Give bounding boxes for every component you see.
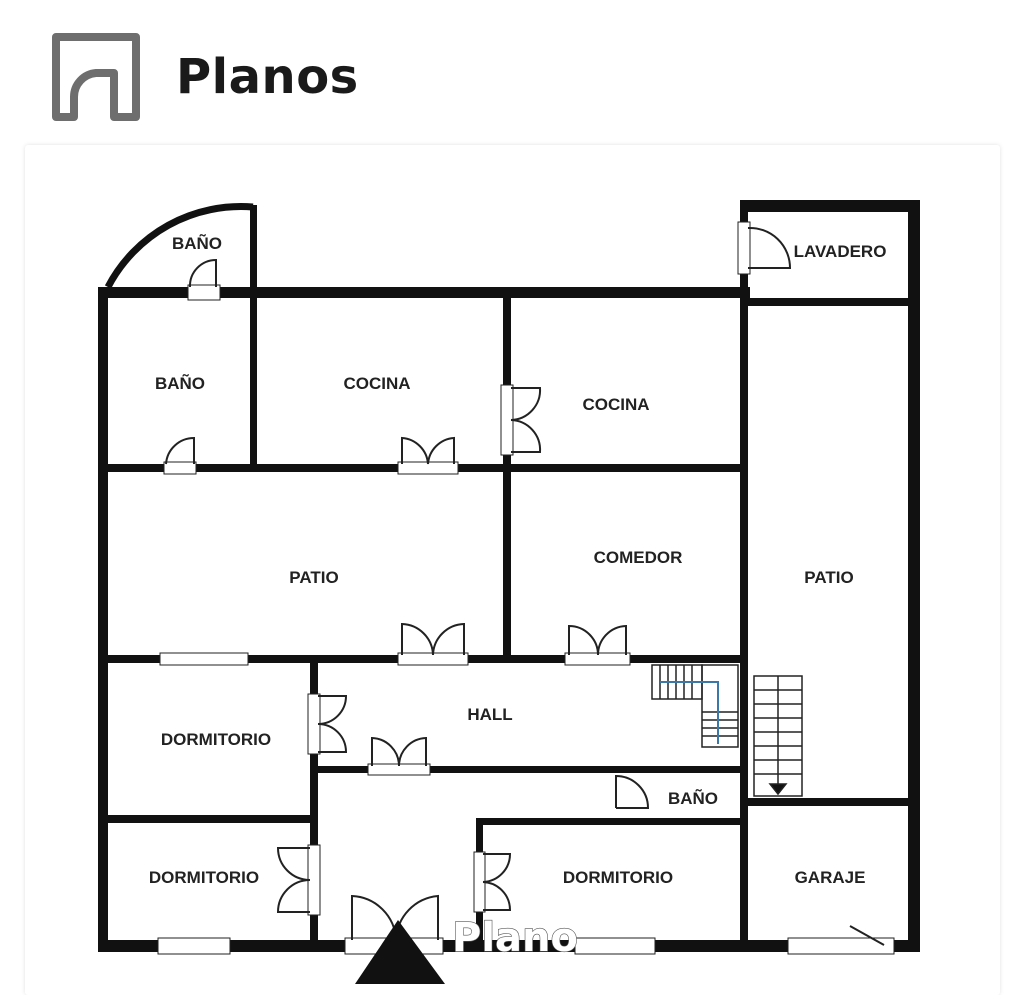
page-title: Planos	[176, 49, 359, 105]
room-label: COCINA	[582, 395, 649, 414]
room-label: DORMITORIO	[161, 730, 271, 749]
room-label: PATIO	[289, 568, 338, 587]
room-label: LAVADERO	[794, 242, 887, 261]
room-label: DORMITORIO	[149, 868, 259, 887]
room-label: BAÑO	[155, 373, 205, 393]
watermark: Plano	[452, 915, 578, 961]
room-label: COMEDOR	[594, 548, 683, 567]
doors	[157, 221, 895, 955]
floor-plan-card[interactable]: BAÑO BAÑO COCINA COCINA LAVADERO PATIO C…	[25, 145, 1000, 995]
floor-plan: BAÑO BAÑO COCINA COCINA LAVADERO PATIO C…	[98, 200, 920, 984]
room-labels: BAÑO BAÑO COCINA COCINA LAVADERO PATIO C…	[149, 233, 887, 887]
room-label: GARAJE	[795, 868, 866, 887]
stairs	[651, 664, 803, 797]
room-label: BAÑO	[172, 233, 222, 253]
walls	[98, 200, 920, 952]
room-label: PATIO	[804, 568, 853, 587]
entrance-arrow-icon	[355, 920, 445, 984]
room-label: BAÑO	[668, 788, 718, 808]
curved-wall	[104, 203, 254, 289]
floor-plan-icon	[52, 33, 140, 121]
room-label: HALL	[467, 705, 512, 724]
room-label: COCINA	[343, 374, 410, 393]
page-header: Planos	[52, 32, 359, 122]
room-label: DORMITORIO	[563, 868, 673, 887]
